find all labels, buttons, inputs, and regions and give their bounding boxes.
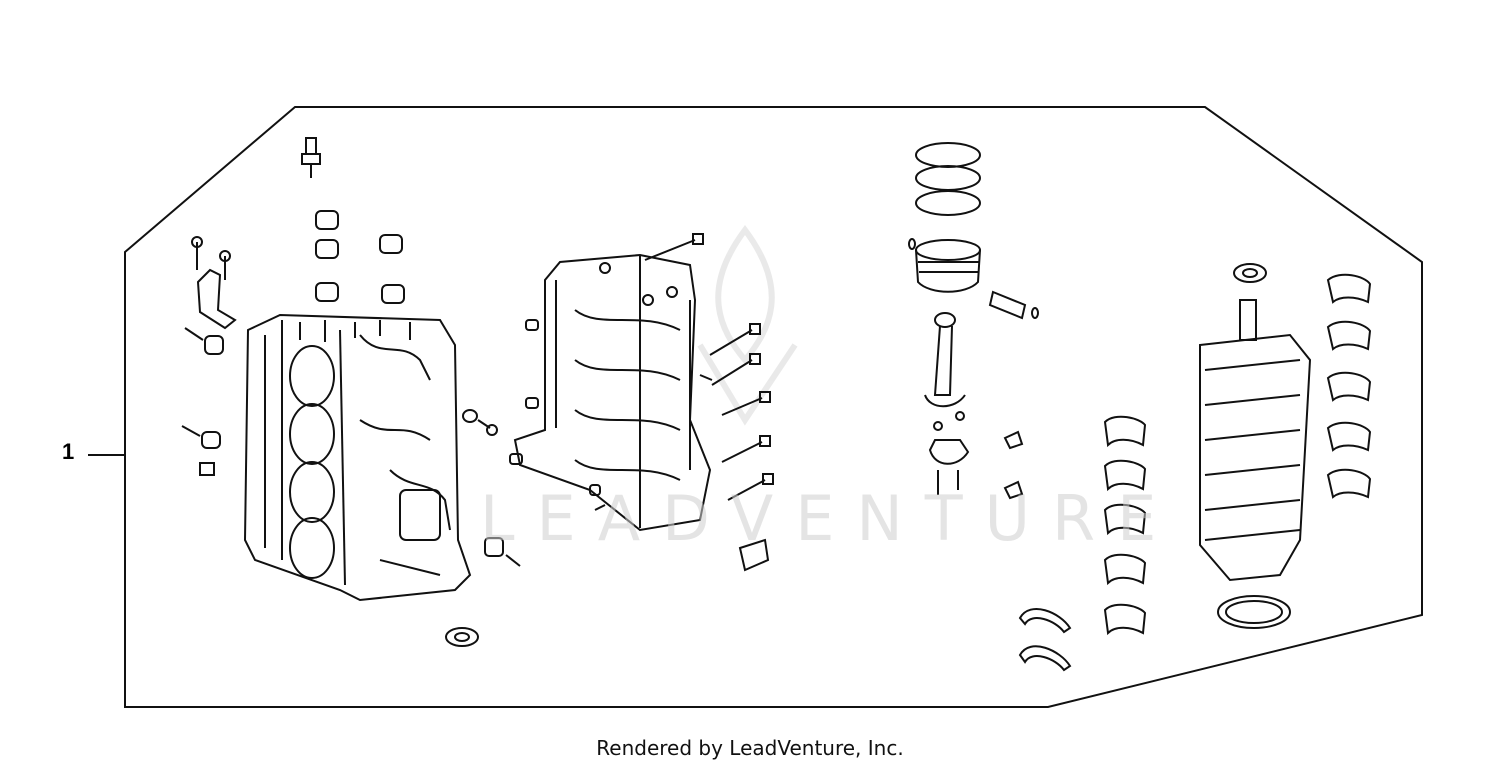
piston [908, 238, 981, 293]
render-credit: Rendered by LeadVenture, Inc. [596, 736, 904, 760]
crankcase-small-parts [445, 319, 770, 647]
mount-bracket [181, 236, 237, 476]
watermark-text: LEADVENTURE [480, 482, 1179, 555]
sensor-plug [301, 137, 321, 178]
crankcase-bolts [644, 233, 774, 501]
rod-bearings [1003, 430, 1024, 500]
connecting-rod [924, 312, 970, 495]
piston-pin [988, 290, 1039, 320]
watermark-logo [697, 224, 798, 426]
callout-1[interactable]: 1 [62, 439, 75, 464]
thrust-washers [1018, 608, 1072, 672]
upper-bearing-shells [1326, 273, 1372, 499]
cylinder-block [243, 313, 472, 602]
assembly-boundary [124, 106, 1423, 708]
main-bearings [1103, 415, 1147, 636]
dowel-bushings [315, 210, 405, 304]
crankshaft [1199, 263, 1312, 629]
crankcase [513, 253, 712, 532]
piston-rings [915, 142, 981, 216]
